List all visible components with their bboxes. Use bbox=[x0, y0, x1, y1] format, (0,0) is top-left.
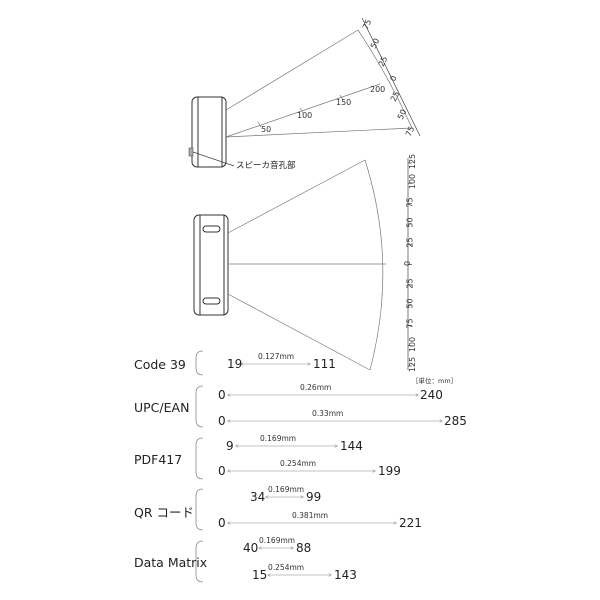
speaker-hole-marker bbox=[188, 147, 194, 157]
top-fan-edge-lower bbox=[225, 127, 413, 138]
top-fan-edge-upper bbox=[225, 29, 359, 111]
range-min-pdf-0169: 9 bbox=[226, 439, 234, 453]
top-view-scan-field bbox=[225, 17, 421, 138]
side-scale-tick-label: 125 bbox=[408, 356, 418, 373]
top-depth-tick bbox=[339, 94, 344, 101]
speaker-leader-line bbox=[192, 151, 235, 167]
side-fan-edge-upper bbox=[227, 159, 366, 234]
top-depth-tick bbox=[299, 107, 304, 114]
range-max-qr-0381: 221 bbox=[399, 516, 422, 530]
resolution-dm-0254: 0.254mm bbox=[268, 563, 305, 572]
code-name-pdf417: PDF417 bbox=[134, 452, 183, 467]
code-name-datamatrix: Data Matrix bbox=[134, 555, 208, 570]
scanner-side-view bbox=[193, 214, 229, 316]
side-scale-tick-label: 25 bbox=[405, 278, 415, 289]
side-scale-ticks bbox=[408, 162, 412, 367]
range-min-dm-0254: 15 bbox=[252, 568, 268, 582]
range-min-qr-0169: 34 bbox=[250, 490, 266, 504]
code-name-upc-ean: UPC/EAN bbox=[134, 400, 190, 415]
side-fan-arc bbox=[364, 159, 384, 371]
speaker-hole-label: スピーカ音孔部 bbox=[236, 161, 296, 171]
range-max-dm-0254: 143 bbox=[334, 568, 357, 582]
side-view-scan-field bbox=[227, 158, 409, 371]
range-min-dm-0169: 40 bbox=[243, 541, 259, 555]
range-min-upc-033: 0 bbox=[218, 414, 226, 428]
range-max-upc-026: 240 bbox=[420, 388, 443, 402]
bracket-code39 bbox=[195, 350, 204, 376]
unit-label: ［単位：mm］ bbox=[412, 377, 458, 385]
range-min-pdf-0254: 0 bbox=[218, 464, 226, 478]
range-max-pdf-0169: 144 bbox=[340, 439, 363, 453]
code-name-code39: Code 39 bbox=[134, 357, 186, 372]
resolution-upc-026: 0.26mm bbox=[300, 383, 332, 392]
resolution-qr-0169: 0.169mm bbox=[268, 485, 305, 494]
resolution-code39: 0.127mm bbox=[258, 352, 295, 361]
bracket-upc-ean bbox=[195, 385, 204, 428]
bracket-pdf417 bbox=[195, 437, 204, 480]
side-window-upper bbox=[202, 225, 221, 233]
side-scale-tick-label: 100 bbox=[408, 336, 418, 352]
resolution-pdf-0169: 0.169mm bbox=[260, 434, 297, 443]
side-scale-tick-label: 75 bbox=[405, 318, 415, 329]
range-max-upc-033: 285 bbox=[444, 414, 467, 428]
side-scale-tick-label: 100 bbox=[408, 174, 418, 190]
range-max-qr-0169: 99 bbox=[306, 490, 322, 504]
code-row-brackets bbox=[195, 350, 204, 583]
top-depth-tick-label: 50 bbox=[261, 125, 272, 134]
range-max-pdf-0254: 199 bbox=[378, 464, 401, 478]
code-name-qr: QR コード bbox=[134, 505, 194, 520]
range-min-upc-026: 0 bbox=[218, 388, 226, 402]
side-scale-tick-label: 0 bbox=[403, 260, 413, 266]
side-scale-tick-label: 50 bbox=[405, 298, 415, 309]
side-fan-edge-lower bbox=[227, 293, 371, 371]
side-scale-tick-label: 50 bbox=[405, 217, 415, 228]
resolution-dm-0169: 0.169mm bbox=[259, 536, 296, 545]
side-scale-tick-label: 125 bbox=[408, 153, 418, 170]
top-depth-tick-label: 100 bbox=[297, 111, 313, 120]
range-min-qr-0381: 0 bbox=[218, 516, 226, 530]
side-scale-tick-label: 75 bbox=[405, 197, 415, 208]
bracket-qr bbox=[195, 488, 204, 531]
range-max-code39: 111 bbox=[313, 357, 336, 371]
side-scale-tick-label: 25 bbox=[405, 237, 415, 248]
top-depth-tick-label: 150 bbox=[336, 98, 352, 107]
scanner-top-view bbox=[188, 96, 227, 168]
top-fan-arc bbox=[357, 29, 413, 129]
top-width-scale-line bbox=[361, 17, 421, 137]
top-fan-axis bbox=[225, 83, 381, 138]
resolution-qr-0381: 0.381mm bbox=[292, 511, 329, 520]
bracket-datamatrix bbox=[195, 540, 204, 583]
side-window-lower bbox=[202, 297, 221, 305]
range-arrows bbox=[228, 364, 442, 575]
top-depth-tick-label: 200 bbox=[370, 85, 386, 94]
scanner-top-body bbox=[191, 96, 227, 168]
range-max-dm-0169: 88 bbox=[296, 541, 312, 555]
range-min-code39: 19 bbox=[227, 357, 243, 371]
scanner-side-body bbox=[193, 214, 229, 316]
resolution-upc-033: 0.33mm bbox=[312, 409, 344, 418]
resolution-pdf-0254: 0.254mm bbox=[280, 459, 317, 468]
top-depth-tick bbox=[257, 121, 262, 128]
